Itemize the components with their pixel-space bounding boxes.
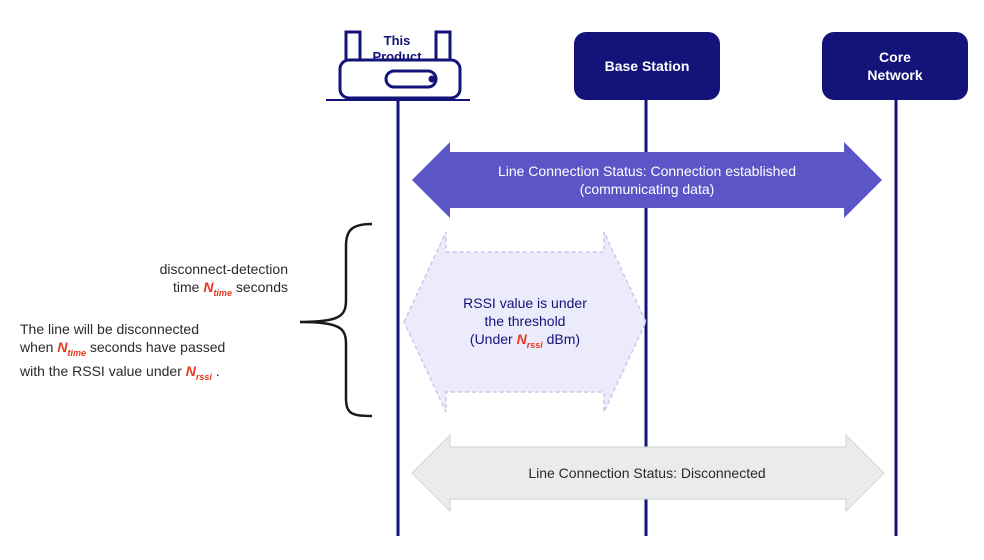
note-line3: with the RSSI value under Nrssi .: [20, 362, 310, 386]
base-station-box: [574, 32, 720, 100]
product-label: This Product: [362, 33, 432, 65]
core-network-line2: Network: [867, 67, 923, 83]
detection-time-label: disconnect-detection time Ntime seconds: [60, 260, 288, 302]
detection-line1: disconnect-detection: [159, 261, 288, 277]
n-rssi-symbol-2: Nrssi: [185, 362, 212, 382]
detection-line2: time Ntime seconds: [60, 278, 288, 302]
base-station-text: Base Station: [604, 58, 690, 74]
product-label-line2: Product: [372, 49, 422, 64]
note-suffix3: .: [215, 362, 220, 379]
note-prefix2: when: [20, 339, 54, 355]
connected-line2: (communicating data): [579, 181, 715, 197]
duration-brace: [299, 222, 373, 418]
n-time-symbol-2: Ntime: [57, 339, 86, 358]
router-icon: [326, 30, 470, 101]
disconnected-arrow: [411, 433, 885, 513]
note-prefix3: with the RSSI value under: [20, 362, 182, 379]
base-station-label: Base Station: [574, 57, 720, 75]
connected-arrow: [412, 142, 882, 218]
core-network-label: Core Network: [822, 48, 968, 84]
n-time-symbol: Ntime: [203, 279, 232, 298]
detect-suffix: seconds: [235, 279, 288, 295]
detect-prefix: time: [172, 279, 200, 295]
product-label-line1: This: [383, 33, 411, 48]
connected-status-label: Line Connection Status: Connection estab…: [430, 162, 864, 198]
note-line1: The line will be disconnected: [20, 321, 199, 337]
connected-line1: Line Connection Status: Connection estab…: [497, 163, 797, 179]
rssi-arrow: [403, 231, 647, 413]
note-suffix2: seconds have passed: [89, 339, 226, 355]
rssi-under-suffix: dBm): [546, 331, 581, 347]
rssi-under-prefix: (Under: [469, 331, 513, 347]
disconnect-rule-note: The line will be disconnected when Ntime…: [20, 320, 310, 386]
n-rssi-symbol: Nrssi: [516, 331, 543, 350]
core-network-line1: Core: [879, 49, 911, 65]
disconnected-status-label: Line Connection Status: Disconnected: [430, 464, 864, 482]
disconnected-text: Line Connection Status: Disconnected: [528, 465, 766, 481]
core-network-box: [822, 32, 968, 100]
rssi-line1: RSSI value is under: [463, 295, 587, 311]
rssi-line2: the threshold: [484, 313, 566, 329]
rssi-status-label: RSSI value is under the threshold (Under…: [430, 294, 620, 354]
note-line2: when Ntime seconds have passed: [20, 338, 310, 362]
rssi-line3: (Under Nrssi dBm): [430, 330, 620, 354]
